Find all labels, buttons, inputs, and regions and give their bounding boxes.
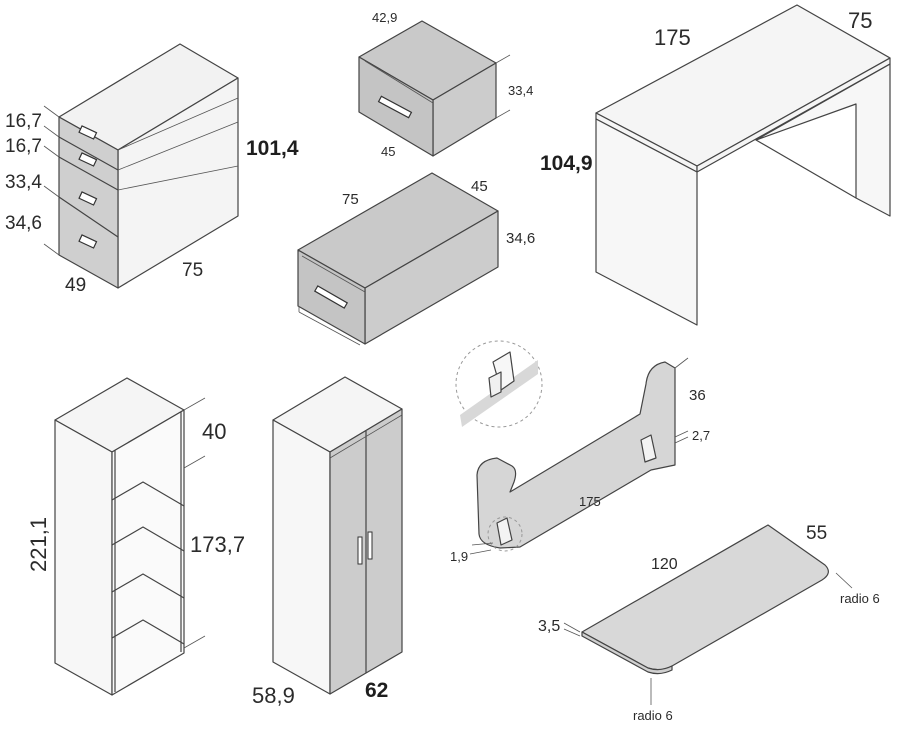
desk-depth: 75 (848, 8, 872, 33)
guard-rail-height: 36 (689, 387, 706, 404)
desk-drawing (595, 4, 891, 326)
desk-width: 175 (654, 25, 691, 50)
guard-rail-drawing (455, 340, 689, 555)
bookcase-depth: 40 (202, 419, 226, 444)
shelf-thickness: 3,5 (538, 618, 560, 635)
dresser-drawer4-height: 34,6 (5, 213, 42, 234)
dresser-width: 75 (182, 260, 203, 281)
desk-height: 104,9 (540, 152, 593, 175)
dresser-drawing (43, 43, 239, 289)
large-drawer-depth: 45 (471, 178, 488, 195)
guard-rail-length: 175 (579, 494, 601, 509)
dresser-total-height: 101,4 (246, 137, 299, 160)
small-drawer-height: 33,4 (508, 83, 533, 98)
bookcase-height: 221,1 (26, 517, 51, 572)
small-drawer-drawing (358, 20, 511, 157)
dresser-depth: 49 (65, 275, 86, 296)
small-drawer-width: 42,9 (372, 10, 397, 25)
large-drawer-width: 75 (342, 191, 359, 208)
wardrobe-width: 62 (365, 679, 388, 702)
guard-rail-clip: 1,9 (450, 549, 468, 564)
wardrobe-depth: 58,9 (252, 683, 295, 708)
shelf-width: 55 (806, 523, 827, 544)
small-drawer-depth: 45 (381, 144, 395, 159)
large-drawer-drawing (297, 172, 499, 346)
shelf-length: 120 (651, 556, 678, 573)
dresser-drawer3-height: 33,4 (5, 172, 42, 193)
dresser-drawer1-height: 16,7 (5, 111, 42, 132)
guard-rail-thickness: 2,7 (692, 428, 710, 443)
shelf-radius-right: radio 6 (840, 591, 880, 606)
dresser-drawer2-height: 16,7 (5, 136, 42, 157)
shelf-radius-bottom: radio 6 (633, 708, 673, 723)
large-drawer-height: 34,6 (506, 230, 535, 247)
bookcase-inner-height: 173,7 (190, 532, 245, 557)
shelf-drawing (563, 524, 853, 705)
wardrobe-drawing (272, 376, 403, 695)
bookcase-drawing (54, 377, 206, 696)
